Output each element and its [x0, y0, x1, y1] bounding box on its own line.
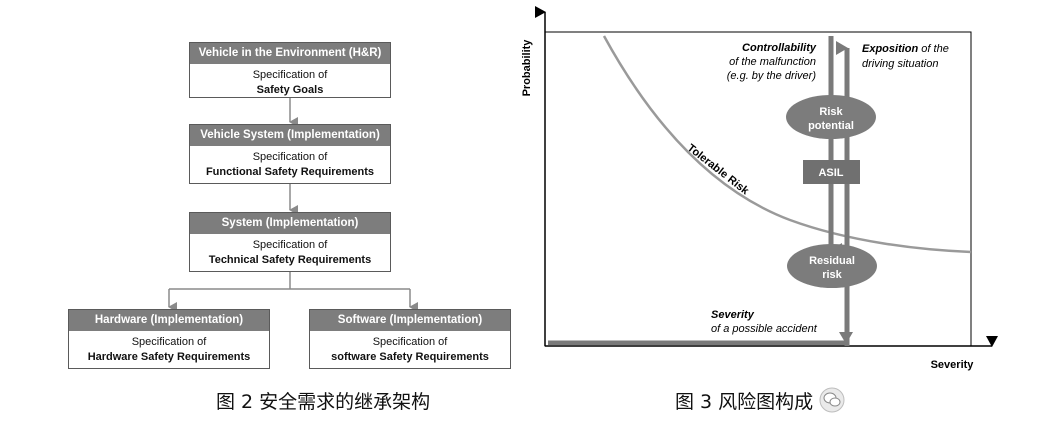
box-body: Specification of Technical Safety Requir… [190, 234, 390, 268]
exposition-line2: driving situation [862, 58, 938, 70]
box-line-bold: Technical Safety Requirements [208, 254, 372, 266]
residual-risk-line2: risk [822, 269, 842, 281]
exposition-rest: of the [918, 43, 949, 55]
asil-label: ASIL [818, 167, 843, 179]
box-header: System (Implementation) [190, 213, 390, 234]
box-header: Vehicle System (Implementation) [190, 125, 390, 146]
box-body: Specification of Functional Safety Requi… [190, 146, 390, 180]
box-line: Specification of [252, 239, 328, 251]
figure-3-caption: 图 3 风险图构成 [675, 391, 814, 413]
box-vehicle-system: Vehicle System (Implementation) Specific… [189, 124, 391, 184]
risk-potential-ellipse [786, 95, 876, 139]
box-line-bold: software Safety Requirements [331, 351, 489, 363]
asil-box [803, 160, 860, 184]
chat-watermark-icon [819, 387, 845, 413]
box-header: Hardware (Implementation) [69, 310, 269, 331]
risk-potential-line1: Risk [819, 106, 843, 118]
box-line-bold: Safety Goals [256, 84, 324, 96]
tolerable-risk-curve [602, 35, 972, 254]
controllability-line1: of the malfunction [729, 56, 816, 68]
y-axis-label: Probability [521, 39, 533, 97]
controllability-title: Controllability [742, 42, 817, 54]
box-header: Vehicle in the Environment (H&R) [190, 43, 390, 64]
box-line: Specification of [131, 336, 207, 348]
severity-line2: of a possible accident [711, 323, 818, 335]
box-hardware: Hardware (Implementation) Specification … [68, 309, 270, 369]
box-body: Specification of Safety Goals [190, 64, 390, 98]
residual-risk-line1: Residual [809, 255, 855, 267]
box-body: Specification of Hardware Safety Require… [69, 331, 269, 365]
x-axis-label: Severity [931, 359, 975, 371]
box-header: Software (Implementation) [310, 310, 510, 331]
box-line: Specification of [372, 336, 448, 348]
box-vehicle-environment: Vehicle in the Environment (H&R) Specifi… [189, 42, 391, 98]
severity-title: Severity [711, 309, 755, 321]
exposition-title: Exposition [862, 43, 919, 55]
exposition-line1: Exposition of the [862, 43, 949, 55]
box-line-bold: Functional Safety Requirements [205, 166, 375, 178]
controllability-line2: (e.g. by the driver) [727, 70, 817, 82]
box-line: Specification of [252, 151, 328, 163]
risk-potential-line2: potential [808, 120, 854, 132]
box-software: Software (Implementation) Specification … [309, 309, 511, 369]
figure-2-caption: 图 2 安全需求的继承架构 [216, 391, 431, 413]
tolerable-risk-label: Tolerable Risk [685, 142, 752, 198]
box-line: Specification of [252, 69, 328, 81]
box-body: Specification of software Safety Require… [310, 331, 510, 365]
box-system: System (Implementation) Specification of… [189, 212, 391, 272]
residual-risk-ellipse [787, 244, 877, 288]
box-line-bold: Hardware Safety Requirements [87, 351, 251, 363]
